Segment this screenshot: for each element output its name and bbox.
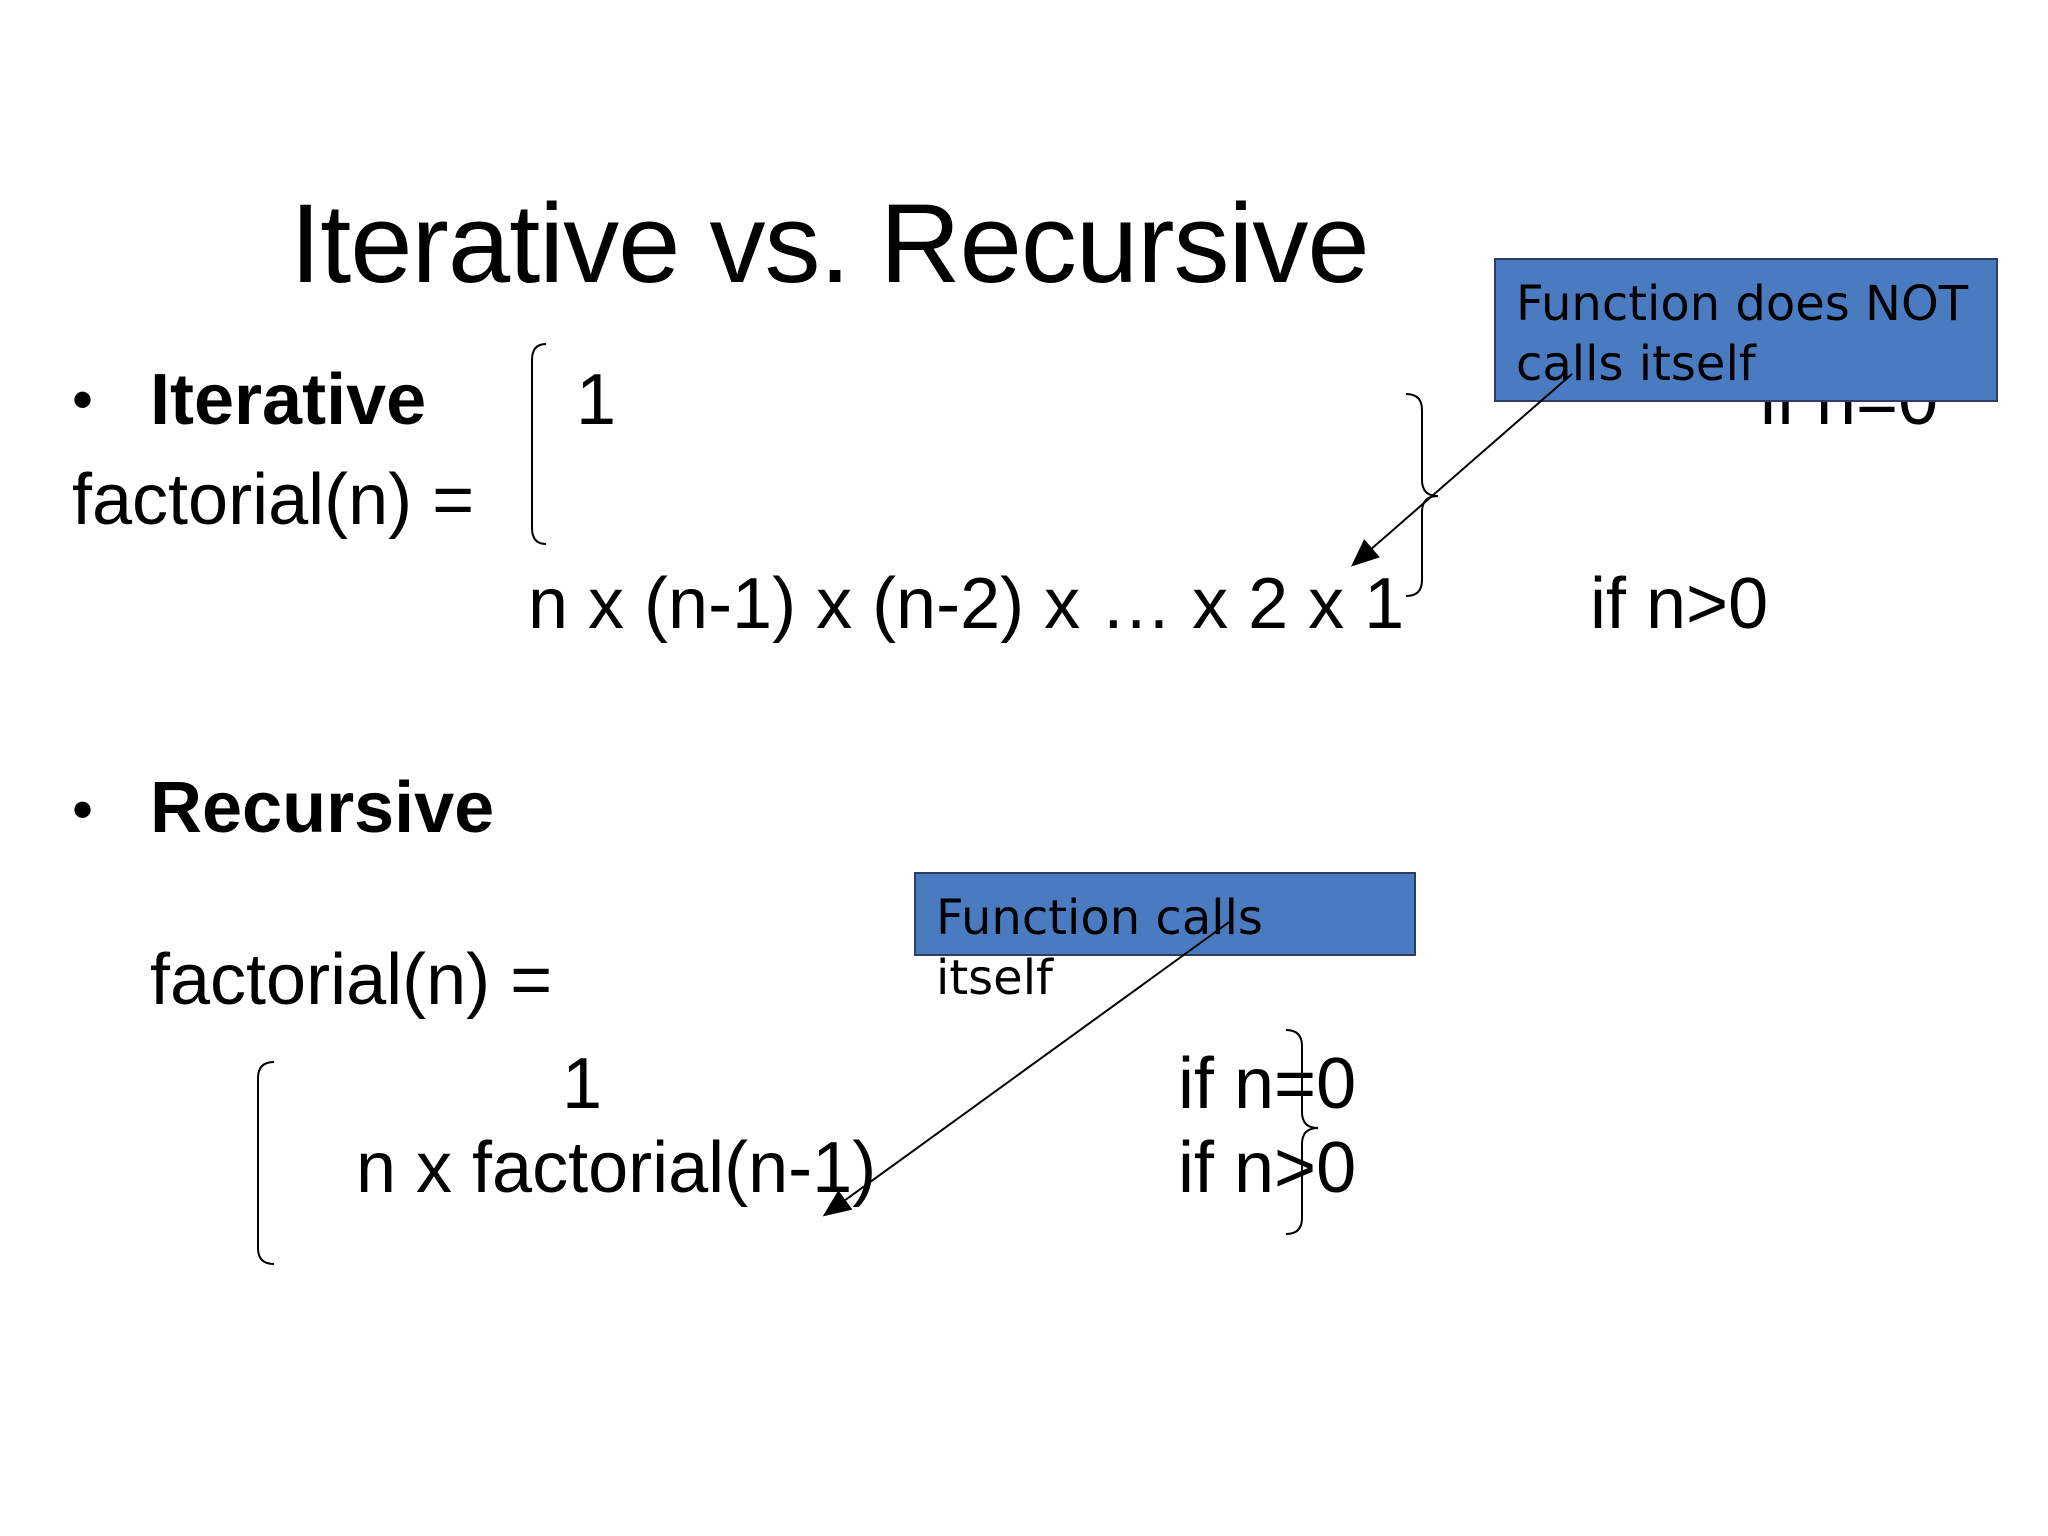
iterative-callout-text: Function does NOT calls itself: [1516, 276, 1969, 392]
iterative-callout: Function does NOT calls itself: [1494, 258, 1998, 402]
recursive-left-brace: [257, 1061, 275, 1265]
bullet-iterative: •: [72, 366, 94, 433]
slide-title: Iterative vs. Recursive: [290, 181, 1370, 306]
iterative-lhs: factorial(n) =: [72, 460, 475, 540]
recursive-case2-condition: if n>0: [1178, 1128, 1357, 1208]
iterative-label: Iterative: [150, 360, 427, 440]
recursive-case2-value: n x factorial(n-1): [356, 1128, 877, 1208]
recursive-case1-condition: if n=0: [1178, 1044, 1357, 1124]
recursive-label: Recursive: [150, 768, 495, 848]
iterative-case1-value: 1: [576, 360, 617, 440]
recursive-callout: Function calls itself: [914, 872, 1416, 1006]
bullet-recursive: •: [72, 776, 94, 843]
iterative-right-brace: [1405, 393, 1439, 597]
recursive-case1-value: 1: [562, 1044, 603, 1124]
recursive-callout-text: Function calls itself: [936, 890, 1263, 1006]
iterative-left-brace: [531, 343, 547, 545]
iterative-arrow: [1350, 373, 1573, 567]
iterative-case2-condition: if n>0: [1590, 564, 1769, 644]
iterative-case2-value: n x (n-1) x (n-2) x … x 2 x 1: [528, 564, 1405, 644]
recursive-lhs: factorial(n) =: [150, 940, 553, 1020]
